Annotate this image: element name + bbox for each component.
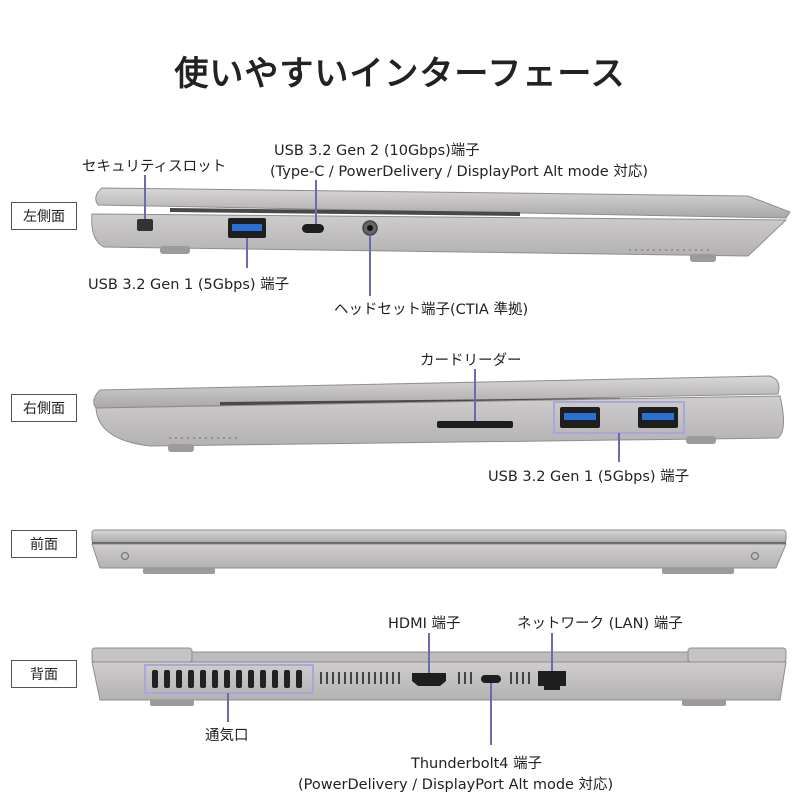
callout-usb-c-line2: (Type-C / PowerDelivery / DisplayPort Al… [270, 164, 648, 180]
left-speaker-grille [629, 249, 709, 251]
front-view [91, 529, 787, 574]
left-lid-gap [170, 208, 520, 216]
callout-security-slot: セキュリティスロット [82, 159, 227, 175]
back-view [91, 633, 787, 745]
left-foot-front [690, 254, 716, 262]
usb-a-port-left-tongue [232, 224, 262, 231]
callout-headset: ヘッドセット端子(CTIA 準拠) [334, 302, 529, 318]
back-foot-left [150, 700, 194, 706]
security-slot-port [137, 219, 153, 231]
callout-lan: ネットワーク (LAN) 端子 [517, 616, 683, 632]
left-lid [95, 187, 791, 219]
callout-hdmi: HDMI 端子 [388, 616, 461, 632]
left-base [91, 213, 788, 257]
right-speaker-grille [169, 437, 237, 439]
view-label-front: 前面 [11, 530, 77, 558]
view-label-right: 右側面 [11, 394, 77, 422]
callout-vent: 通気口 [205, 728, 249, 744]
right-side-view [93, 369, 784, 462]
right-foot-front [168, 444, 194, 452]
back-lid-edge [191, 651, 689, 663]
lan-port [538, 671, 566, 690]
callout-usb-a-left: USB 3.2 Gen 1 (5Gbps) 端子 [88, 277, 290, 293]
right-lid [93, 375, 780, 409]
right-foot-rear [686, 436, 716, 444]
vent-slots-large [152, 670, 302, 688]
callout-tb4-line2: (PowerDelivery / DisplayPort Alt mode 対応… [298, 777, 614, 793]
left-side-view [91, 175, 791, 296]
callout-card-reader: カードリーダー [420, 353, 522, 369]
front-lid [91, 529, 787, 544]
page-title: 使いやすいインターフェース [174, 54, 626, 94]
usb-c-port-left [302, 224, 324, 233]
thunderbolt4-port [481, 675, 501, 683]
left-foot-rear [160, 246, 190, 254]
front-foot-left [143, 568, 215, 574]
back-hinge-left [91, 647, 193, 663]
view-label-left: 左側面 [11, 202, 77, 230]
vent-slots-small [320, 672, 530, 684]
hdmi-port [412, 673, 446, 686]
front-foot-right [662, 568, 734, 574]
back-foot-right [682, 700, 726, 706]
back-hinge-right [687, 647, 787, 663]
front-base [91, 543, 787, 569]
card-reader-slot [437, 421, 513, 428]
callout-usb-a-right: USB 3.2 Gen 1 (5Gbps) 端子 [488, 469, 690, 485]
callout-tb4-line1: Thunderbolt4 端子 [411, 756, 543, 772]
view-label-back: 背面 [11, 660, 77, 688]
callout-usb-c-line1: USB 3.2 Gen 2 (10Gbps)端子 [274, 143, 480, 159]
